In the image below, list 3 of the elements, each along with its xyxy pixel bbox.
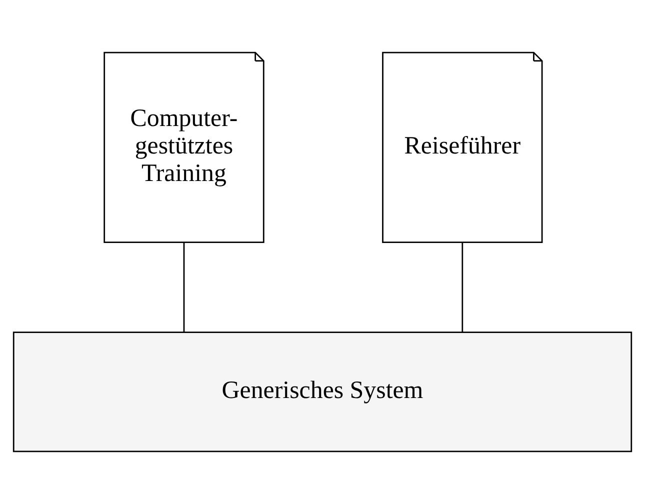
connector — [183, 242, 185, 332]
connector — [462, 242, 464, 332]
node-box: Generisches System — [12, 331, 632, 452]
